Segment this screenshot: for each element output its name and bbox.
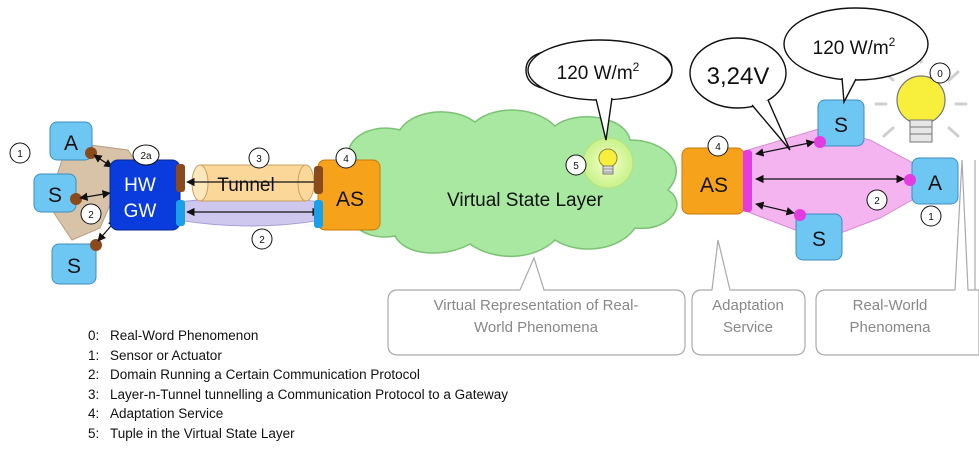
tunnel: Tunnel — [191, 164, 315, 202]
virtual-callout-line2: World Phenomena — [474, 319, 599, 336]
connector-dot — [90, 239, 102, 251]
right-sensor-node-bottom: S — [795, 213, 843, 261]
tuple-bulb — [582, 137, 634, 189]
left-adaptation-service-node: AS — [317, 159, 381, 231]
gateway-brown-port — [176, 164, 185, 192]
legend-item: 4:Adaptation Service — [88, 406, 224, 422]
tunnel-label: Tunnel — [217, 175, 274, 196]
gateway-blue-port — [176, 200, 185, 226]
svg-text:AS: AS — [336, 188, 364, 211]
svg-text:2a: 2a — [140, 151, 152, 162]
svg-text:HW: HW — [124, 175, 156, 196]
real-world-bulb — [874, 54, 968, 143]
hardware-gateway-node: HW GW — [109, 159, 181, 231]
left-sensor-node-top: S — [33, 173, 77, 213]
real-callout-line1: Real-World — [853, 297, 928, 314]
marker-1-right: 1 — [920, 205, 942, 227]
svg-text:S: S — [67, 255, 81, 278]
marker-5: 5 — [565, 154, 587, 176]
svg-text:GW: GW — [124, 201, 157, 222]
svg-text:120 W/m2: 120 W/m2 — [557, 60, 640, 84]
sensor-value-bubble: 120 W/m2 — [783, 7, 929, 105]
legend-item: 3:Layer-n-Tunnel tunnelling a Communicat… — [88, 386, 508, 402]
virtual-state-layer-cloud: Virtual State Layer — [335, 109, 678, 257]
svg-text:A: A — [64, 132, 78, 155]
legend-item: 2:Domain Running a Certain Communication… — [88, 367, 420, 383]
svg-text:1: 1 — [928, 212, 934, 223]
svg-text:AS: AS — [700, 174, 728, 197]
as-blue-port — [314, 200, 323, 228]
marker-2a: 2a — [132, 144, 160, 166]
legend-item: 0:Real-Word Phenomenon — [88, 328, 259, 343]
connector-dot — [70, 193, 82, 205]
svg-text:120 W/m2: 120 W/m2 — [813, 35, 896, 59]
cloud-label: Virtual State Layer — [447, 190, 604, 211]
real-callout-line2: Phenomena — [850, 319, 932, 336]
svg-text:1: 1 — [17, 149, 23, 160]
legend: 0:Real-Word Phenomenon 1:Sensor or Actua… — [88, 326, 508, 444]
svg-text:S: S — [812, 228, 826, 251]
left-sensor-node-bottom: S — [51, 243, 97, 285]
svg-text:5: 5 — [573, 161, 579, 172]
marker-0: 0 — [929, 62, 951, 84]
marker-2-bottom: 2 — [251, 228, 273, 250]
svg-text:2: 2 — [88, 210, 94, 221]
adaptation-callout-line1: Adaptation — [712, 297, 784, 314]
adaptation-service-callout — [691, 239, 806, 356]
connector-dot — [794, 209, 806, 221]
legend-item: 1:Sensor or Actuator — [88, 347, 222, 363]
voltage-bubble: 3,24V — [689, 37, 791, 151]
svg-text:S: S — [48, 184, 62, 207]
as-brown-port — [314, 166, 323, 194]
marker-3: 3 — [248, 147, 270, 169]
marker-2-right: 2 — [866, 189, 888, 211]
svg-text:4: 4 — [343, 154, 349, 165]
right-actuator-node: A — [911, 157, 959, 205]
legend-item: 5:Tuple in the Virtual State Layer — [88, 425, 295, 441]
marker-1-left: 1 — [9, 142, 31, 164]
real-world-callout — [815, 159, 979, 356]
connector-dot — [85, 147, 97, 159]
left-actuator-node: A — [49, 121, 93, 161]
marker-4-left: 4 — [335, 147, 357, 169]
marker-4-right: 4 — [707, 135, 729, 157]
virtual-callout-line1: Virtual Representation of Real- — [434, 297, 639, 314]
marker-2-left: 2 — [80, 203, 102, 225]
right-sensor-node-top: S — [817, 99, 865, 147]
svg-text:3: 3 — [256, 154, 262, 165]
svg-text:0: 0 — [937, 69, 943, 80]
svg-text:2: 2 — [874, 196, 880, 207]
adaptation-callout-line2: Service — [723, 319, 773, 336]
svg-text:S: S — [834, 114, 848, 137]
connector-dot — [814, 136, 826, 148]
svg-text:3,24V: 3,24V — [707, 63, 770, 90]
tuple-value-bubble: 120 W/m2 — [525, 39, 673, 141]
svg-text:2: 2 — [259, 235, 265, 246]
svg-text:4: 4 — [715, 142, 721, 153]
virtual-representation-callout — [387, 256, 686, 356]
right-adaptation-service-node: AS — [681, 147, 745, 215]
connector-dot — [904, 174, 916, 186]
svg-text:A: A — [928, 172, 942, 195]
as-magenta-port — [743, 150, 752, 212]
